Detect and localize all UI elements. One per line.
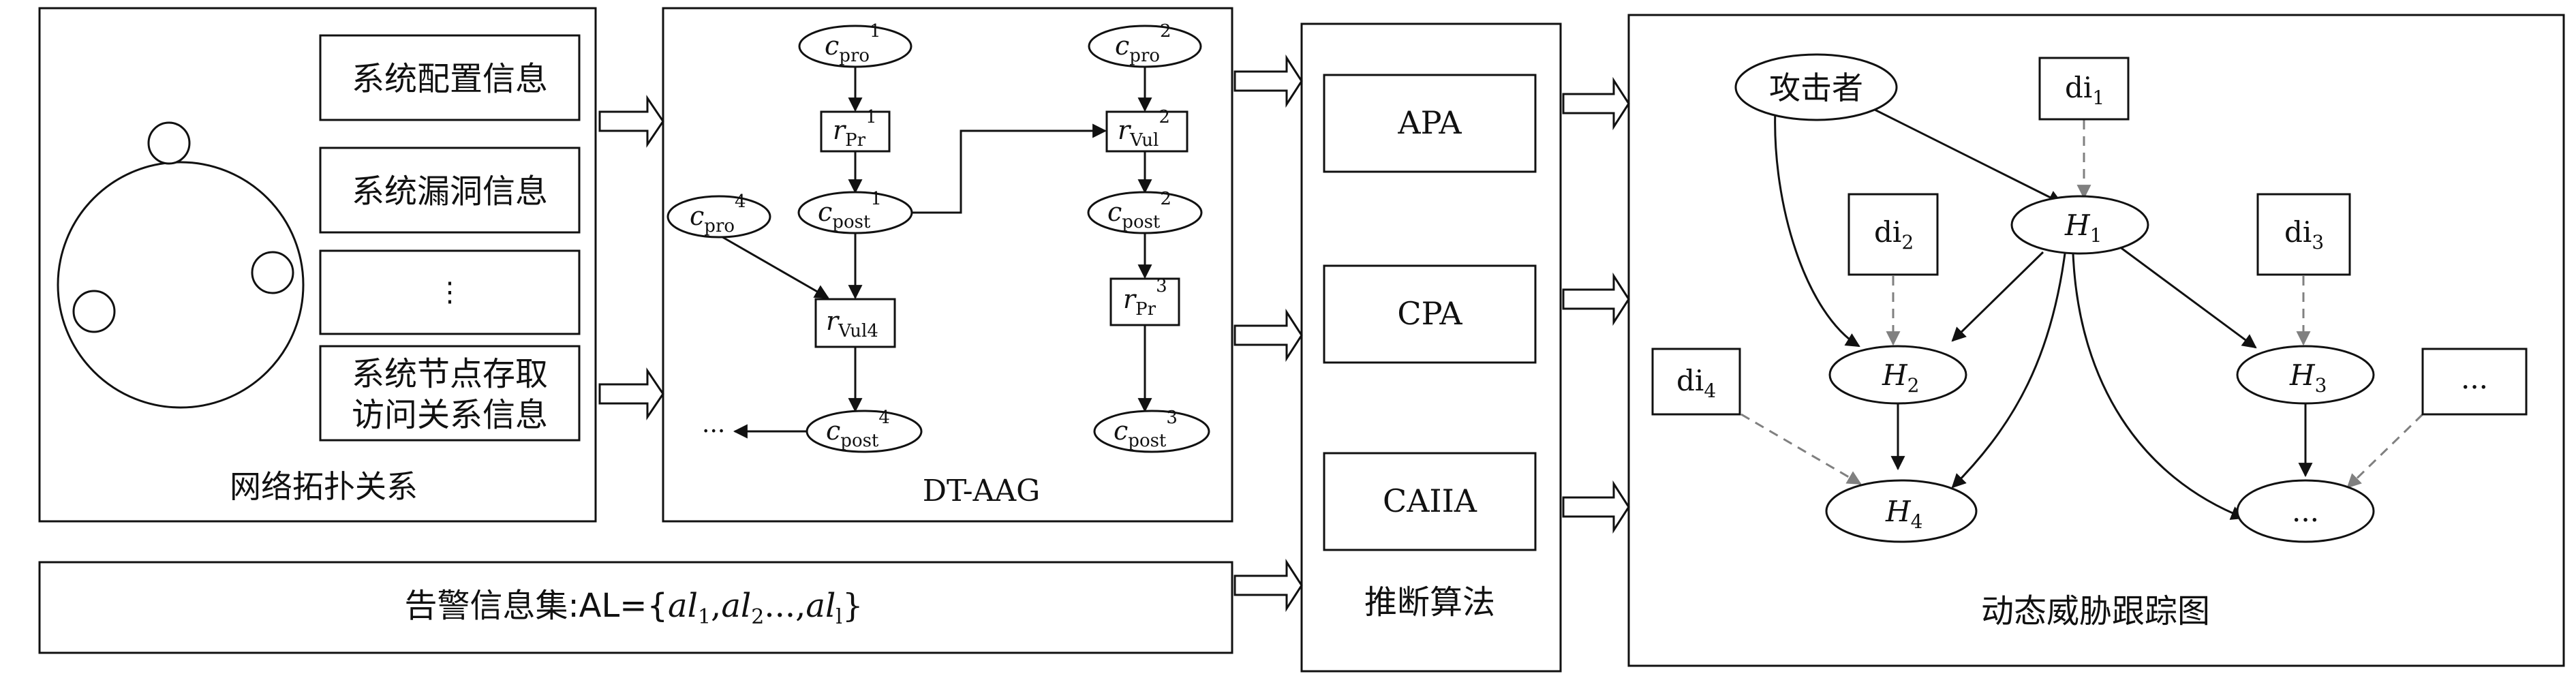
inference-panel-border: [1300, 22, 1562, 673]
node-h4: H4: [1825, 479, 1978, 543]
more-info-ellipsis: ⋮: [436, 277, 463, 308]
edge-h1-h2: [1951, 251, 2044, 342]
node-h3: H3: [2236, 345, 2375, 405]
node-r-pr-1: rPr1: [820, 107, 891, 153]
node-c-post-4: cpost4: [806, 408, 923, 453]
caiia-box: [1323, 452, 1537, 551]
alert-bar: 告警信息集:AL={al1,al2...,all}: [38, 561, 1233, 654]
apa-box: [1323, 74, 1537, 173]
inference-panel-label: 推断算法: [1364, 583, 1495, 621]
access-info-label-line1: 系统节点存取: [352, 355, 548, 393]
alert-bar-label: 告警信息集:AL={al1,al2...,all}: [404, 587, 863, 629]
block-arrow-aag-cpa: [1233, 308, 1303, 363]
connectors: [598, 54, 1630, 613]
dt-aag-ellipsis: ···: [702, 418, 725, 446]
node-di4: di4: [1651, 348, 1741, 416]
topology-panel-border: [38, 7, 597, 523]
svg-text:...: ...: [2461, 362, 2488, 395]
svg-text:cpro2: cpro2: [1115, 21, 1171, 66]
node-c-pro-4: cpro4: [666, 191, 771, 239]
node-c-pro-2: cpro2: [1088, 21, 1202, 68]
svg-text:cpost2: cpost2: [1107, 189, 1171, 232]
vuln-info-box: [319, 147, 581, 234]
network-node-left: [72, 290, 116, 333]
vuln-info-label: 系统漏洞信息: [352, 172, 548, 211]
node-r-vul4: rVul4: [814, 298, 896, 348]
block-arrow-caiia-graph: [1562, 480, 1630, 534]
block-arrow-aag-apa: [1233, 54, 1303, 108]
svg-text:H4: H4: [1885, 495, 1922, 533]
svg-text:rVul2: rVul2: [1118, 107, 1170, 151]
network-node-top: [147, 121, 191, 165]
edge-attacker-h2: [1774, 108, 1860, 348]
access-info-label-line2: 访问关系信息: [352, 396, 548, 434]
svg-text:rVul4: rVul4: [826, 306, 878, 341]
alert-bar-border: [38, 561, 1233, 654]
node-more-box: ...: [2421, 348, 2528, 416]
access-info-box: [319, 345, 581, 442]
svg-text:rPr1: rPr1: [833, 107, 877, 151]
threat-graph-panel-border: [1627, 14, 2565, 667]
edge-h1-h4: [1951, 253, 2066, 489]
svg-text:cpro1: cpro1: [825, 21, 881, 66]
inference-panel: APA CPA CAIIA 推断算法: [1300, 22, 1562, 673]
node-c-post-1: cpost1: [797, 189, 913, 234]
edge-more-ellipsis: [2346, 413, 2424, 489]
block-arrow-alert: [1233, 558, 1303, 613]
svg-text:H2: H2: [1882, 358, 1919, 397]
svg-text:di4: di4: [1676, 364, 1716, 402]
threat-graph-panel-label: 动态威胁跟踪图: [1981, 592, 2210, 630]
block-arrow-cpa-graph: [1562, 272, 1630, 326]
node-attacker: 攻击者: [1734, 53, 1898, 121]
more-info-box: [319, 249, 581, 335]
svg-text:...: ...: [2292, 495, 2319, 528]
node-c-post-2: cpost2: [1087, 189, 1203, 234]
svg-text:di1: di1: [2065, 71, 2104, 109]
edge-h1-ellipsis: [2072, 253, 2245, 520]
block-arrow-apa-graph: [1562, 76, 1630, 131]
svg-text:di2: di2: [1874, 215, 1914, 253]
edge-h1-h3: [2119, 245, 2257, 349]
threat-graph-panel: 攻击者 di1 di2 di3 di4 ... H1 H2: [1627, 14, 2565, 667]
node-ellipsis: ...: [2236, 479, 2375, 543]
node-c-post-3: cpost3: [1093, 408, 1210, 453]
node-r-pr-3: rPr3: [1109, 276, 1180, 326]
node-di3: di3: [2256, 193, 2351, 276]
svg-text:H3: H3: [2289, 358, 2327, 397]
svg-text:di3: di3: [2284, 215, 2324, 253]
node-di1: di1: [2038, 57, 2130, 121]
topology-panel: 系统配置信息 系统漏洞信息 ⋮ 系统节点存取 访问关系信息 网络拓扑关系: [38, 7, 597, 523]
block-arrow-topology-upper: [598, 95, 664, 148]
node-h2: H2: [1828, 345, 1967, 405]
config-info-box: [319, 34, 581, 121]
dt-aag-panel: cpro1 rPr1 cpost1 cpro4 rVul4 cpost4 ···: [662, 7, 1233, 523]
cpa-box: [1323, 264, 1537, 364]
edge-cpost1-rvul2: [912, 123, 1107, 214]
svg-text:攻击者: 攻击者: [1769, 70, 1863, 106]
svg-text:H1: H1: [2064, 209, 2102, 247]
edge-attacker-h1: [1870, 106, 2063, 204]
block-arrow-topology-lower: [598, 367, 664, 420]
edge-di4-h4: [1741, 413, 1862, 485]
svg-text:cpro4: cpro4: [690, 191, 746, 236]
network-node-right: [251, 251, 294, 294]
network-ring: [57, 161, 305, 409]
dt-aag-panel-border: [662, 7, 1233, 523]
cpa-label: CPA: [1397, 295, 1462, 332]
dt-aag-panel-label: DT-AAG: [923, 474, 1041, 508]
node-h1: H1: [2010, 195, 2149, 255]
topology-panel-label: 网络拓扑关系: [230, 468, 418, 505]
caiia-label: CAIIA: [1383, 482, 1477, 519]
svg-text:cpost1: cpost1: [818, 189, 882, 232]
node-c-pro-1: cpro1: [798, 21, 913, 68]
edge-cpro4-rvul4: [718, 234, 829, 299]
apa-label: APA: [1397, 104, 1462, 141]
svg-text:cpost3: cpost3: [1114, 408, 1178, 451]
svg-text:rPr3: rPr3: [1123, 276, 1167, 320]
svg-text:cpost4: cpost4: [826, 408, 890, 451]
node-r-vul-2: rVul2: [1105, 107, 1189, 153]
config-info-label: 系统配置信息: [352, 60, 548, 98]
node-di2: di2: [1847, 193, 1939, 276]
